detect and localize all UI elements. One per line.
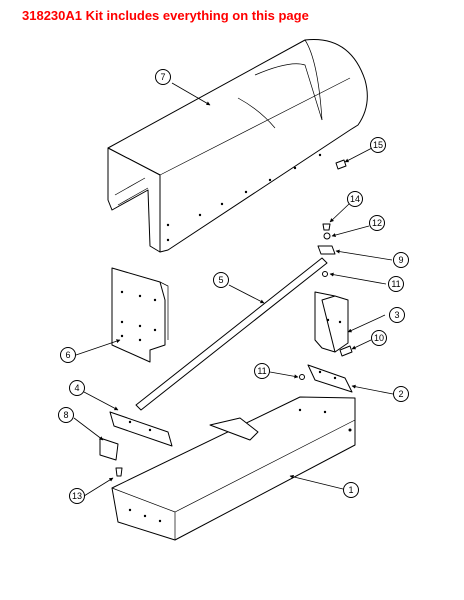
part-10-bolt [339, 345, 353, 357]
kit-title: 318230A1 Kit includes everything on this… [22, 8, 309, 23]
svg-text:10: 10 [374, 333, 384, 343]
part-15-screw [335, 159, 347, 170]
svg-text:2: 2 [398, 389, 403, 399]
svg-text:14: 14 [350, 194, 360, 204]
callout-9: 9 [393, 252, 409, 268]
callout-1: 1 [343, 482, 359, 498]
part-9-plate [317, 245, 336, 255]
part-4-angle [109, 411, 173, 447]
callout-11-upper: 11 [388, 276, 404, 292]
part-11-nut-lower [299, 374, 305, 380]
svg-text:15: 15 [373, 140, 383, 150]
part-2-angle [307, 364, 353, 393]
callout-10: 10 [371, 330, 387, 346]
part-8-clip [99, 437, 119, 461]
callout-12: 12 [369, 215, 385, 231]
svg-text:13: 13 [72, 491, 82, 501]
svg-text:11: 11 [391, 279, 400, 289]
part-13-screw [115, 467, 123, 477]
callout-4: 4 [69, 380, 85, 396]
callout-7: 7 [155, 69, 171, 85]
svg-text:7: 7 [160, 72, 165, 82]
callout-15: 15 [370, 137, 386, 153]
callout-13: 13 [69, 488, 85, 504]
svg-text:8: 8 [63, 410, 68, 420]
callout-3: 3 [389, 307, 405, 323]
part-3-bracket [314, 291, 349, 353]
callout-11-lower: 11 [254, 363, 270, 379]
svg-text:6: 6 [65, 350, 70, 360]
svg-text:3: 3 [394, 310, 399, 320]
part-11-nut-upper [322, 271, 328, 277]
part-12-washer [323, 232, 331, 240]
part-6-side-plate [111, 267, 169, 363]
svg-text:12: 12 [372, 218, 382, 228]
callout-14: 14 [347, 191, 363, 207]
callout-6: 6 [60, 347, 76, 363]
svg-text:4: 4 [74, 383, 79, 393]
part-5-rod [135, 257, 328, 411]
part-1-base-frame [111, 396, 356, 541]
part-7-hood [107, 39, 368, 253]
svg-text:5: 5 [218, 275, 223, 285]
part-14-screw [322, 223, 331, 231]
callout-5: 5 [213, 272, 229, 288]
svg-text:11: 11 [257, 366, 266, 376]
callout-2: 2 [393, 386, 409, 402]
svg-text:1: 1 [348, 485, 353, 495]
svg-text:9: 9 [398, 255, 403, 265]
callout-8: 8 [58, 407, 74, 423]
